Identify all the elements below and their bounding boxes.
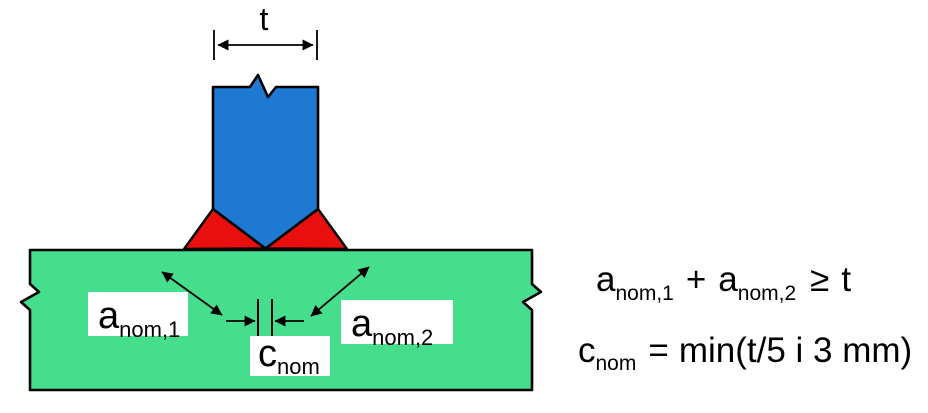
a2-label-base: a bbox=[351, 303, 373, 345]
formula1-a1-sub: nom,1 bbox=[615, 282, 673, 305]
a1-label-box bbox=[88, 292, 188, 336]
a1-label-base: a bbox=[98, 295, 120, 337]
c-label-sub: nom bbox=[277, 354, 320, 379]
formula2-c-sub: nom bbox=[596, 352, 637, 375]
formula1-a2: a bbox=[718, 260, 738, 299]
a2-dimension-arrow bbox=[310, 266, 370, 317]
vertical-plate bbox=[211, 73, 320, 250]
formula1-t: t bbox=[841, 260, 851, 299]
formula2-min: min(t/5 i 3 mm) bbox=[679, 331, 912, 370]
a2-label: anom,2 bbox=[351, 303, 433, 350]
formula2-c: c bbox=[578, 331, 596, 370]
a2-label-box bbox=[341, 300, 453, 344]
formula1-geq: ≥ bbox=[810, 260, 829, 299]
formula1-a2-sub: nom,2 bbox=[738, 282, 796, 305]
formula-throat-sum: anom,1+anom,2≥t bbox=[596, 260, 851, 305]
formula1-plus: + bbox=[686, 260, 706, 299]
formula1-a1: a bbox=[596, 260, 616, 299]
formula-root-gap: cnom = min(t/5 i 3 mm) bbox=[578, 331, 912, 375]
c-label-base: c bbox=[258, 333, 277, 375]
a2-label-sub: nom,2 bbox=[372, 325, 433, 350]
a1-label: anom,1 bbox=[98, 295, 180, 342]
a1-label-sub: nom,1 bbox=[119, 317, 180, 342]
c-label-box bbox=[250, 336, 330, 376]
a1-dimension-arrow bbox=[161, 271, 223, 316]
dim-t-label: t bbox=[260, 1, 269, 37]
c-label: cnom bbox=[258, 333, 320, 379]
formula2-eq: = bbox=[648, 331, 668, 370]
